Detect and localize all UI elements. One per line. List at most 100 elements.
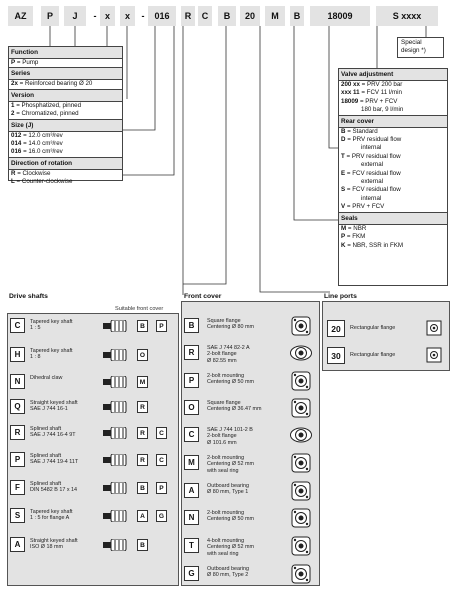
row-key: 2x: [11, 80, 18, 88]
code-segment: J: [64, 6, 86, 26]
table-row: V = PRV + FCV: [339, 203, 447, 211]
table-row: 200 xx = PRV 200 bar: [339, 81, 447, 89]
row-key: B: [341, 127, 346, 135]
row-text: = Clockwise: [17, 169, 51, 177]
front-cover-icon: [291, 508, 311, 528]
drive-shaft-code: A: [10, 537, 25, 552]
suitable-cover-code: B: [137, 482, 148, 494]
desc-line: Outboard bearing: [207, 566, 249, 572]
drive-shaft-code: C: [10, 318, 25, 333]
desc-line: 1 : 5: [30, 325, 41, 332]
code-segment: -: [93, 11, 97, 21]
desc-line: ISO Ø 18 mm: [30, 544, 63, 551]
table-row: 014 = 14.0 cm³/rev: [9, 140, 122, 148]
desc-line: Centering Ø 50 mm: [207, 379, 255, 386]
front-cover-code: N: [184, 510, 199, 525]
front-cover-code: O: [184, 400, 199, 415]
suitable-cover-code: R: [137, 454, 148, 466]
row-key: 1: [11, 101, 15, 109]
desc-line: SAE J 744 16-1: [30, 406, 68, 413]
front-cover-icon: [291, 453, 311, 473]
row-key: T: [341, 152, 345, 160]
drive-shaft-code: F: [10, 480, 25, 495]
desc-line: Splined shaft: [30, 481, 62, 487]
code-segment: 016: [148, 6, 176, 26]
desc-line: 2-bolt mounting: [207, 510, 245, 516]
row-key: R: [11, 169, 16, 177]
row-text: = NBR, SSR in FKM: [347, 241, 404, 249]
desc-line: 2-bolt mounting: [207, 373, 245, 379]
front-cover-code: T: [184, 538, 199, 553]
row-text: = Chromatized, pinned: [16, 110, 79, 118]
row-text: = PRV 200 bar: [361, 81, 403, 88]
drive-shaft-code: S: [10, 508, 25, 523]
row-key: 012: [11, 131, 22, 139]
drive-shaft-code: Q: [10, 399, 25, 414]
front-cover-code: G: [184, 566, 199, 581]
row-text: external: [361, 178, 384, 186]
version-header: Version: [9, 88, 122, 102]
desc-line: Ø 80 mm, Type 2: [207, 572, 249, 579]
front-cover-icon: [291, 564, 311, 584]
table-row: 012 = 12.0 cm³/rev: [9, 132, 122, 140]
desc-line: 2-bolt mounting: [207, 455, 245, 461]
table-row: M = NBR: [339, 225, 447, 233]
drive-shaft-code: P: [10, 452, 25, 467]
table-row: external: [339, 178, 447, 186]
front-cover-code: R: [184, 345, 199, 360]
desc-line: Ø 80 mm, Type 1: [207, 489, 249, 496]
suitable-cover-code: R: [137, 401, 148, 413]
row-key: P: [11, 59, 16, 66]
table-row: K = NBR, SSR in FKM: [339, 242, 447, 250]
row-key: M: [341, 224, 347, 232]
special-line-1: Special: [401, 39, 422, 46]
desc-line: DIN 5482 B 17 x 14: [30, 487, 78, 494]
row-key: 016: [11, 148, 22, 156]
row-text: = 12.0 cm³/rev: [23, 131, 63, 139]
suitable-cover-code: M: [137, 376, 148, 388]
table-row: 18009 = PRV + FCV: [339, 98, 447, 106]
drive-shafts-title: Drive shafts: [9, 293, 48, 300]
shaft-icon: [103, 320, 127, 332]
row-key: P: [341, 233, 346, 241]
shaft-icon: [103, 454, 127, 466]
suitable-cover-code: C: [156, 427, 167, 439]
code-segment: AZ: [8, 6, 33, 26]
code-segment: B: [218, 6, 236, 26]
function-rows: P = Pump: [9, 59, 122, 67]
desc-line: Ø 82.55 mm: [207, 357, 237, 364]
suitable-cover-code: P: [156, 482, 167, 494]
series-rows: 2x = Reinforced bearing Ø 20: [9, 80, 122, 88]
size-header: Size (J): [9, 118, 122, 132]
row-text: = 16.0 cm³/rev: [23, 148, 63, 156]
special-design-box: Special design *): [397, 37, 444, 58]
front-cover-code: A: [184, 483, 199, 498]
row-key: 200 xx: [341, 81, 360, 88]
desc-line: with seal ring: [207, 467, 239, 474]
desc-line: SAE J 744 101-2 B: [207, 427, 253, 433]
desc-line: 2-bolt flange: [207, 433, 237, 440]
code-segment: R: [181, 6, 195, 26]
row-text: = NBR: [347, 224, 367, 232]
table-row: 180 bar, 9 l/min: [339, 106, 447, 114]
row-key: 18009: [341, 97, 359, 105]
row-key: E: [341, 169, 346, 177]
desc-line: 2-bolt flange: [207, 351, 237, 358]
table-row: xxx 11 = FCV 11 l/min: [339, 89, 447, 97]
suitable-cover-code: A: [137, 510, 148, 522]
drive-shaft-code: R: [10, 425, 25, 440]
table-row: internal: [339, 144, 447, 152]
